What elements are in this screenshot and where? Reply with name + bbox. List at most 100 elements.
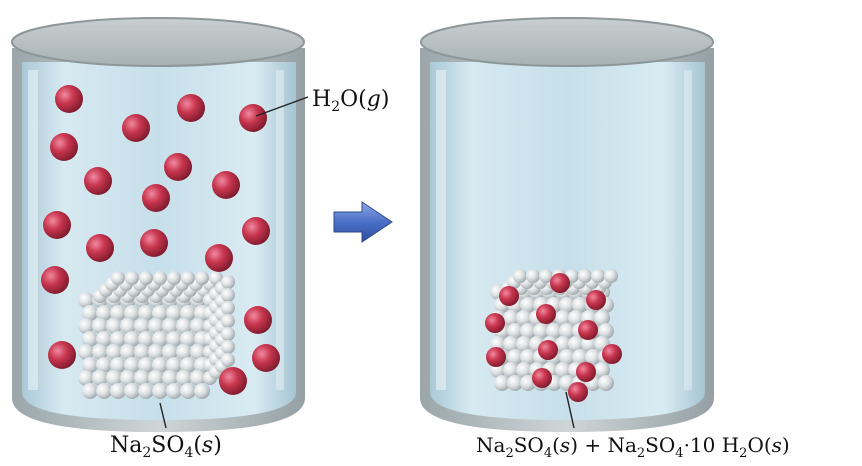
water-molecule [164, 153, 192, 181]
crystal-sphere [166, 331, 182, 347]
water-molecule [86, 234, 114, 262]
water-molecule [84, 167, 112, 195]
crystal-sphere [162, 318, 178, 334]
water-molecule [41, 266, 69, 294]
crystal-sphere [221, 353, 235, 367]
crystal-sphere [96, 331, 112, 347]
crystal-sphere [555, 336, 571, 352]
crystal-sphere [96, 357, 112, 373]
hydrated-crystal [485, 269, 622, 402]
crystal-sphere [221, 275, 235, 289]
crystal-sphere [134, 318, 150, 334]
crystal-sphere [516, 310, 532, 326]
crystal-sphere [152, 305, 168, 321]
crystal-sphere [134, 370, 150, 386]
crystal-sphere [82, 305, 98, 321]
crystal-sphere [120, 344, 136, 360]
crystal-sphere [520, 349, 536, 365]
water-vapor-label: H2O(g) [312, 87, 389, 115]
water-molecule [205, 244, 233, 272]
crystal-sphere [221, 288, 235, 302]
crystal-sphere [152, 331, 168, 347]
crystal-sphere [591, 269, 605, 283]
crystal-sphere [82, 357, 98, 373]
crystal-sphere [153, 271, 167, 285]
crystal-sphere [162, 344, 178, 360]
crystal-sphere [166, 305, 182, 321]
crystal-sphere [180, 305, 196, 321]
crystal-sphere [162, 370, 178, 386]
crystal-sphere [148, 318, 164, 334]
crystal-sphere [138, 305, 154, 321]
crystal-sphere [190, 370, 206, 386]
crystal-sphere [516, 336, 532, 352]
crystal-sphere [110, 357, 126, 373]
crystal-sphere [526, 269, 540, 283]
water-molecule [43, 211, 71, 239]
left-solid-leader-line [159, 402, 167, 429]
crystal-sphere [176, 344, 192, 360]
crystal-sphere [180, 357, 196, 373]
crystal-sphere [221, 327, 235, 341]
bound-water-molecule [586, 290, 606, 310]
crystal-sphere [96, 383, 112, 399]
crystal-sphere [139, 271, 153, 285]
bound-water-molecule [550, 273, 570, 293]
crystal-sphere [92, 370, 108, 386]
bound-water-molecule [499, 286, 519, 306]
crystal-sphere [539, 269, 553, 283]
crystal-sphere [106, 318, 122, 334]
water-molecule [140, 229, 168, 257]
right-arrow-icon [333, 201, 393, 243]
crystal-sphere [138, 383, 154, 399]
crystal-sphere [124, 357, 140, 373]
bound-water-molecule [536, 304, 556, 324]
crystal-sphere [221, 314, 235, 328]
crystal-sphere [124, 331, 140, 347]
water-molecule [142, 184, 170, 212]
crystal-sphere [176, 318, 192, 334]
crystal-sphere [190, 318, 206, 334]
crystal-sphere [176, 370, 192, 386]
crystal-sphere [507, 323, 523, 339]
water-molecule [212, 171, 240, 199]
crystal-sphere [533, 323, 549, 339]
water-molecule [244, 306, 272, 334]
bound-water-molecule [578, 320, 598, 340]
crystal-sphere [92, 318, 108, 334]
bound-water-molecule [602, 344, 622, 364]
crystal-sphere [190, 344, 206, 360]
right-container-lid [420, 17, 714, 67]
crystal-sphere [166, 357, 182, 373]
water-molecule [239, 104, 267, 132]
crystal-sphere [598, 375, 614, 391]
crystal-sphere [138, 357, 154, 373]
crystal-sphere [106, 370, 122, 386]
crystal-sphere [106, 344, 122, 360]
crystal-sphere [195, 271, 209, 285]
crystal-sphere [604, 269, 618, 283]
crystal-sphere [568, 336, 584, 352]
crystal-sphere [110, 331, 126, 347]
crystal-sphere [148, 344, 164, 360]
crystal-sphere [568, 310, 584, 326]
crystal-sphere [221, 301, 235, 315]
left-sodium-sulfate-crystal [78, 271, 235, 399]
crystal-sphere [559, 349, 575, 365]
crystal-sphere [82, 331, 98, 347]
crystal-sphere [507, 349, 523, 365]
crystal-sphere [594, 310, 610, 326]
bound-water-molecule [576, 362, 596, 382]
crystal-sphere [124, 383, 140, 399]
crystal-sphere [520, 375, 536, 391]
right-solid-label: Na2SO4(s) + Na2SO4·10 H2O(s) [476, 433, 790, 461]
left-container-lid [11, 17, 305, 67]
crystal-sphere [555, 362, 571, 378]
right-solid-leader-line [565, 391, 575, 429]
water-molecule [252, 344, 280, 372]
crystal-sphere [194, 383, 210, 399]
water-molecule [55, 85, 83, 113]
crystal-sphere [120, 318, 136, 334]
crystal-sphere [120, 370, 136, 386]
